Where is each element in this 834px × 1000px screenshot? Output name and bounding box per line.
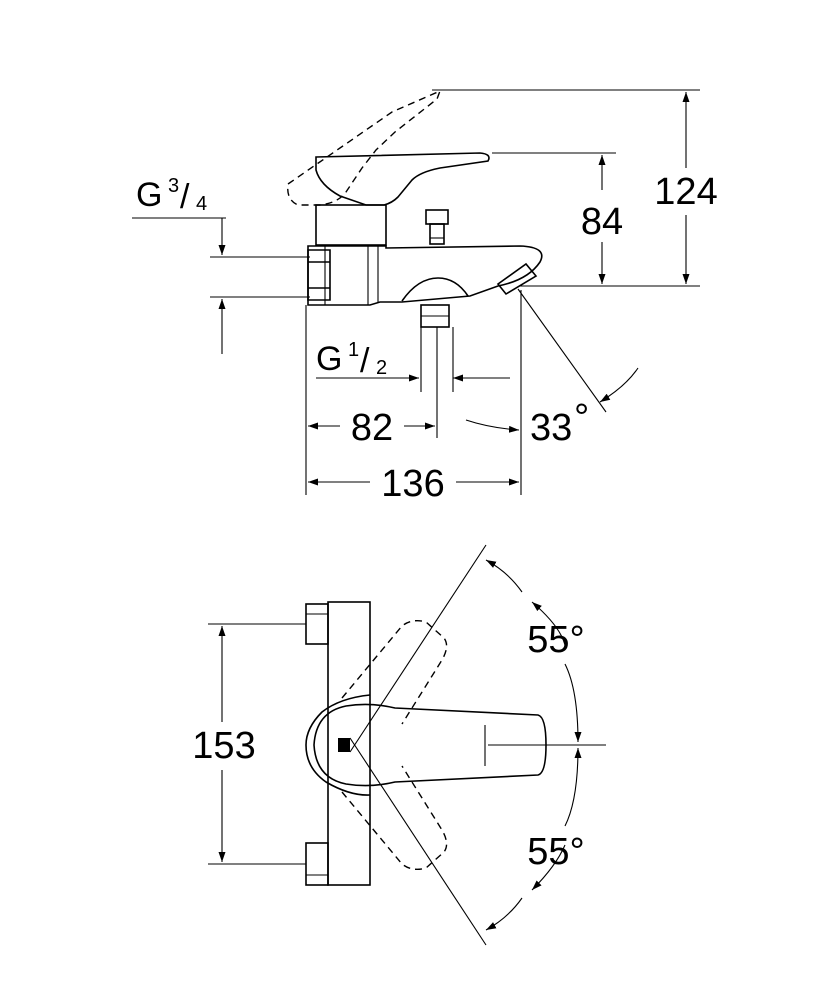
inlet-connector-upper xyxy=(305,603,329,645)
dim-82: 82 xyxy=(351,407,393,449)
lever-solid xyxy=(315,152,490,206)
diverter-knob xyxy=(425,209,449,225)
mixer-body xyxy=(307,245,543,306)
thread-label-inlet: G 3 / 4 xyxy=(136,175,207,216)
thread-label-outlet: G 1 / 2 xyxy=(316,339,387,380)
angle-55-lower-arc-b xyxy=(531,844,566,891)
svg-text:/: / xyxy=(360,342,370,380)
mixer-body-top xyxy=(305,694,371,796)
svg-text:4: 4 xyxy=(196,193,207,215)
angle-55-lower: 55° xyxy=(527,831,584,873)
angle-ray-upper xyxy=(349,544,487,753)
dim-153: 153 xyxy=(192,725,255,767)
angle-55-upper-tip xyxy=(485,559,523,593)
angle-33-arc-left xyxy=(465,419,520,433)
outlet-dome xyxy=(401,277,469,302)
inlet-connector-lower xyxy=(305,842,329,886)
angle-55-lower-tip xyxy=(485,897,523,931)
lever-raised-dashed xyxy=(287,89,442,206)
wall-plate xyxy=(327,601,371,886)
cartridge-body xyxy=(315,204,387,246)
angle-55-upper-arc-a xyxy=(531,601,566,646)
angle-ray-lower xyxy=(349,737,487,946)
svg-text:33: 33 xyxy=(530,407,572,449)
svg-text:3: 3 xyxy=(168,175,179,197)
angle-55-upper: 55° xyxy=(527,619,584,661)
angle-55-lower-arc-a xyxy=(564,747,582,827)
lever-rotated-lower-dashed xyxy=(341,765,448,871)
dim-124: 124 xyxy=(654,171,717,213)
indicator-mark xyxy=(338,738,350,752)
svg-text:G: G xyxy=(316,340,342,378)
diverter-stem xyxy=(429,223,445,245)
angle-33-arc-right xyxy=(599,367,639,403)
inlet-nut xyxy=(307,249,331,301)
top-view: 55° 55° 153 xyxy=(192,544,606,946)
svg-text:2: 2 xyxy=(376,357,387,379)
aerator xyxy=(496,262,538,296)
svg-text:/: / xyxy=(180,178,190,216)
side-view: 124 84 G 3 / 4 G 1 / 2 82 xyxy=(132,89,718,505)
lever-rotated-upper-dashed xyxy=(341,619,448,725)
spout-angle-line xyxy=(517,288,607,413)
svg-text:G: G xyxy=(136,176,162,214)
svg-text:°: ° xyxy=(574,397,589,439)
angle-33-label: 33 ° xyxy=(530,397,589,449)
angle-55-upper-arc-b xyxy=(564,663,582,743)
svg-text:1: 1 xyxy=(348,339,359,361)
dim-136: 136 xyxy=(381,463,444,505)
dim-84: 84 xyxy=(581,201,623,243)
